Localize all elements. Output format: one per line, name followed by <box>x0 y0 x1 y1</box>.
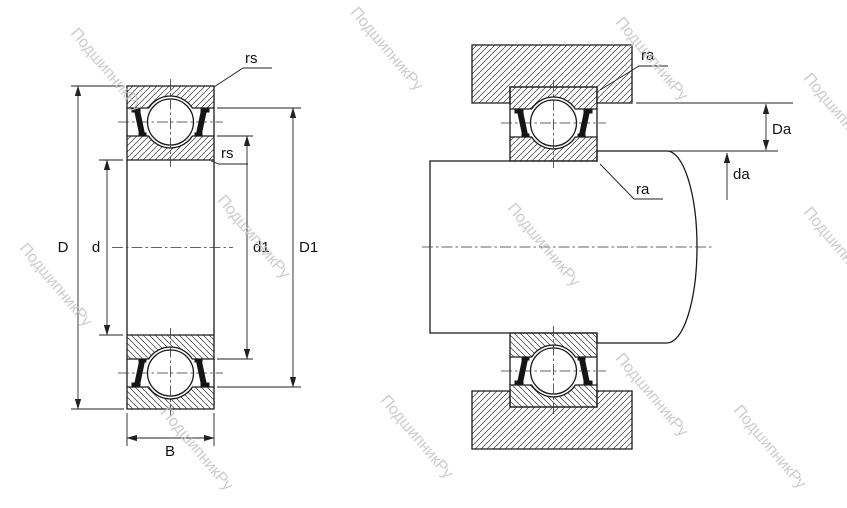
mounted-bearing-section-bottom <box>500 325 607 415</box>
label-D1: D1 <box>299 239 318 256</box>
watermark-text: ПодшипникРу <box>347 4 426 94</box>
leader-rs-outer <box>213 67 272 88</box>
label-da: da <box>733 166 750 183</box>
label-d: d <box>92 239 100 256</box>
watermark-text: ПодшипникРу <box>214 192 293 282</box>
label-Da: Da <box>772 121 792 138</box>
leader-ra-housing <box>599 65 668 91</box>
watermark-text: ПодшипникРу <box>800 204 847 294</box>
right-mounting-drawing: Da da ra ra <box>422 44 793 450</box>
watermark-text: ПодшипникРу <box>730 402 809 492</box>
bearing-section-bottom <box>117 327 224 417</box>
label-rs-inner: rs <box>221 145 234 162</box>
left-bearing-cross-section: D d d1 D1 B rs rs <box>58 50 319 460</box>
label-rs-outer: rs <box>245 50 258 67</box>
label-D: D <box>58 239 69 256</box>
watermark-text: ПодшипникРу <box>16 240 95 330</box>
label-ra-housing: ra <box>641 47 655 64</box>
leader-ra-shaft <box>599 163 663 200</box>
leader-rs-inner <box>210 160 248 165</box>
label-B: B <box>165 443 175 460</box>
label-ra-shaft: ra <box>636 181 650 198</box>
watermark-text: ПодшипникРу <box>800 70 847 160</box>
label-d1: d1 <box>253 239 270 256</box>
mounted-bearing-section-top <box>500 79 607 169</box>
watermark-text: ПодшипникРу <box>67 25 146 115</box>
watermark-text: ПодшипникРу <box>377 392 456 482</box>
